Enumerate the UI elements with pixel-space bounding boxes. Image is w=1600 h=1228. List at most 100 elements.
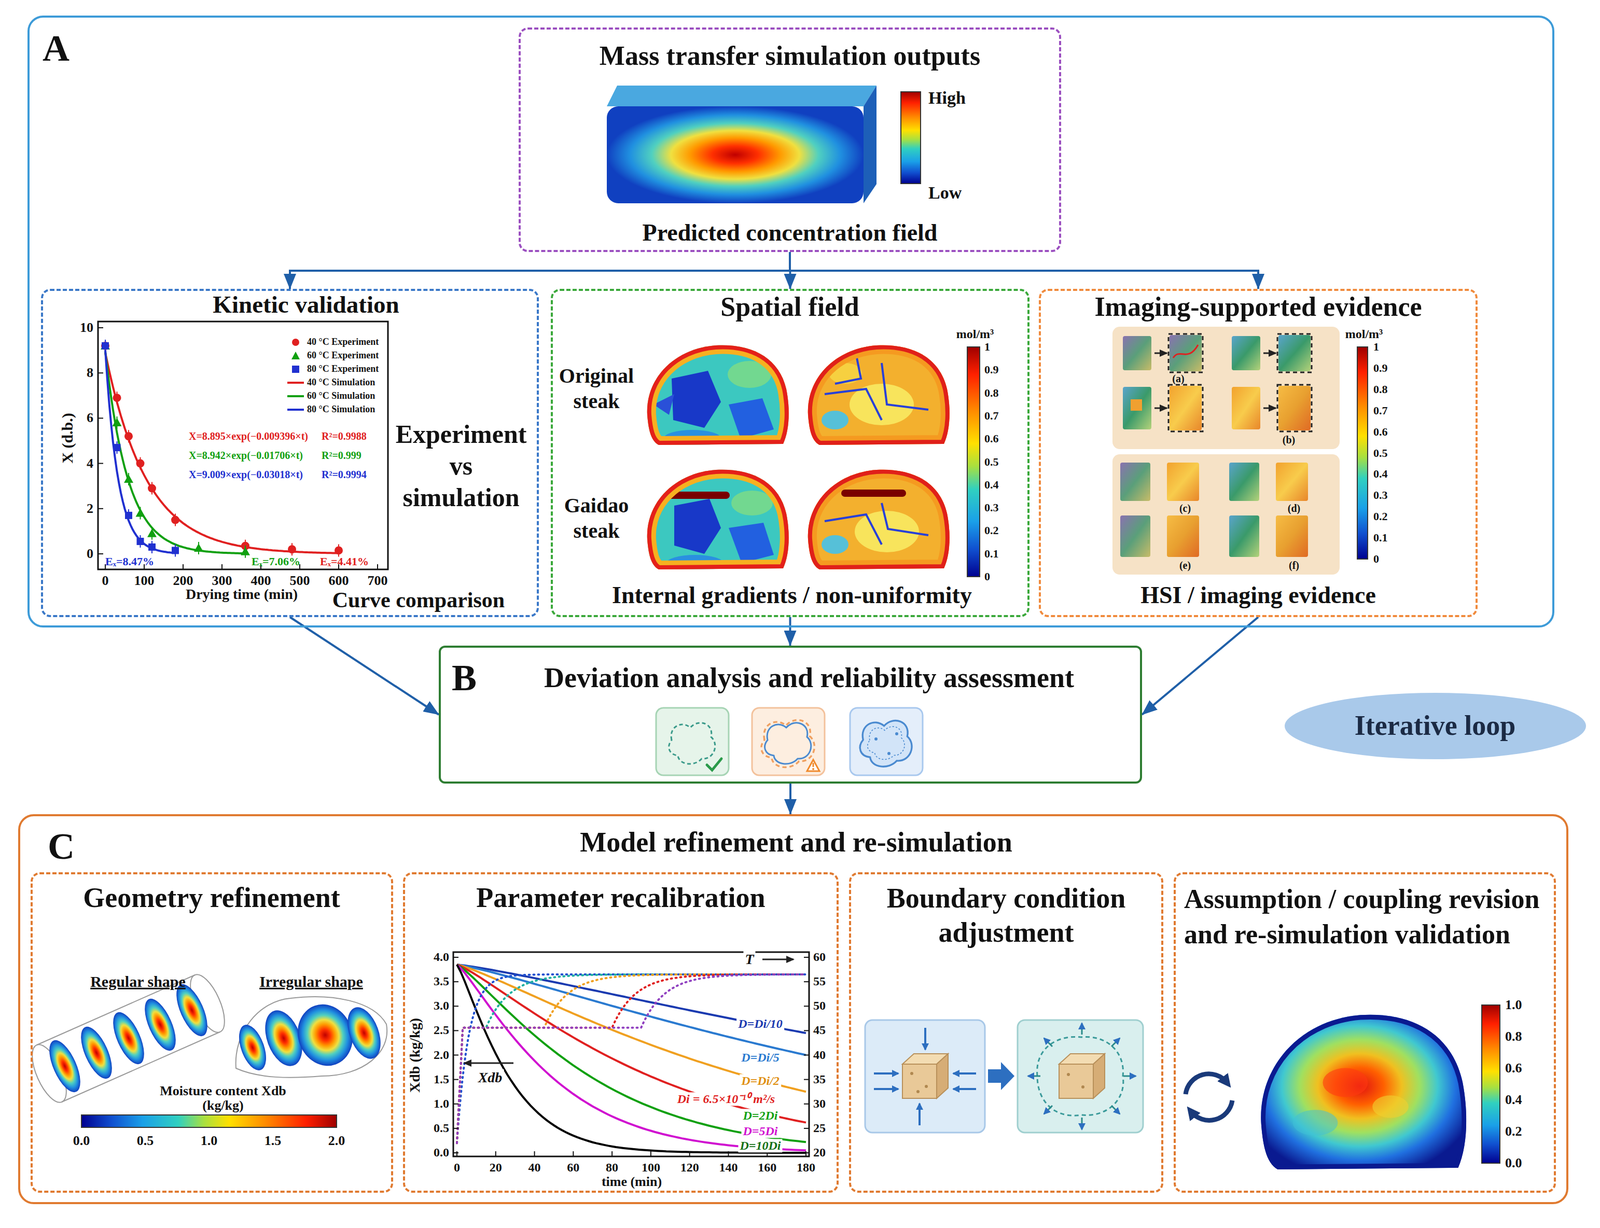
label-text: 0.1 (984, 546, 999, 560)
label-text: Original steak (544, 363, 649, 415)
data-point (113, 393, 122, 402)
label-text-wrap: 40 (528, 1160, 541, 1176)
node-text: Assumption / coupling revision and re-si… (1184, 881, 1550, 952)
drying-curve (456, 964, 806, 1153)
label-text-wrap: 100 (641, 1160, 661, 1176)
label-text: D=5Di (741, 1124, 779, 1138)
axis-tick (453, 1054, 459, 1056)
boundary-icon (865, 1020, 1144, 1133)
axis-tick (453, 1103, 459, 1105)
kinetic-chart (291, 351, 300, 360)
data-point (240, 547, 250, 556)
axis-tick (727, 1151, 729, 1157)
label-text: 0 (86, 546, 94, 562)
hsi-images (1168, 334, 1203, 373)
label-text: 600 (328, 573, 350, 589)
boundary-icon (1081, 1085, 1085, 1089)
label-text: R²=0.999 (321, 449, 362, 462)
node-text-wrap: Curve comparison (332, 587, 505, 614)
reliability-icon (761, 719, 815, 768)
label-text: 1.5 (433, 1072, 450, 1087)
boundary-icon (1027, 1075, 1041, 1078)
label-text: 160 (757, 1160, 777, 1175)
hsi-images (1122, 386, 1152, 430)
steak-heatmap (643, 342, 794, 452)
node-text: Spatial field (720, 291, 859, 322)
data-point (147, 529, 157, 538)
label-text-wrap: (e) (1179, 559, 1191, 572)
label-text-wrap: D=5Di (741, 1123, 779, 1139)
label-text: (c) (1179, 502, 1191, 514)
flow-arrow (1142, 617, 1259, 715)
panel-box: AMass transfer simulation outputsPredict… (27, 15, 1555, 628)
label-text: 0.4 (984, 477, 999, 491)
data-point (100, 341, 110, 350)
label-text: 3.5 (433, 974, 450, 989)
label-text-wrap: 0.8 (984, 385, 999, 400)
boundary-icon (953, 1072, 977, 1075)
boundary-icon (1123, 1075, 1136, 1078)
label-text-wrap: 45 (813, 1023, 826, 1039)
label-text: Eₓ=7.06% (251, 554, 301, 568)
label-text: 80 (605, 1160, 619, 1175)
node-text: Kinetic validation (212, 290, 399, 318)
flow-arrow (789, 252, 1259, 289)
kinetic-chart (287, 381, 304, 384)
temperature-curve (456, 974, 806, 1144)
steak-heatmap (881, 363, 929, 410)
hsi-images (1120, 515, 1151, 558)
label-text: 120 (680, 1160, 700, 1175)
label-text: 0.2 (984, 523, 999, 537)
label-text: 0 (453, 1160, 461, 1175)
label-text: 0.9 (984, 363, 999, 377)
steak-heatmap (803, 342, 955, 452)
label-text-wrap: 1 (1373, 340, 1380, 355)
label-text: T (743, 951, 756, 968)
node-text: B (451, 657, 477, 699)
hsi-images (1169, 385, 1202, 431)
label-text-wrap: 0.6 (1505, 1060, 1523, 1077)
assumption-revision-box: Assumption / coupling revision and re-si… (1173, 872, 1556, 1193)
legend-text-wrap: 60 °C Experiment (307, 350, 379, 362)
boundary-icon (902, 1064, 937, 1099)
label-text-wrap: 0.7 (1373, 403, 1388, 418)
hsi-images (1120, 462, 1151, 502)
label-text-wrap: 3.0 (433, 998, 450, 1014)
legend-text: 40 °C Simulation (307, 377, 375, 388)
axis-tick (98, 463, 104, 465)
label-text: 6 (86, 410, 94, 426)
legend-text-wrap: 80 °C Experiment (307, 363, 379, 375)
node-text-wrap: Spatial field (720, 290, 859, 324)
legend-text: 80 °C Simulation (307, 404, 375, 415)
label-text: time (min) (601, 1174, 662, 1190)
label-text-wrap: 0.5 (1373, 446, 1388, 461)
axis-tick (803, 956, 810, 958)
label-text-wrap: 0.6 (1373, 424, 1388, 439)
steak-heatmap (803, 466, 955, 576)
axis-tick (182, 564, 184, 570)
hsi-images (1173, 344, 1199, 358)
hsi-images (1168, 384, 1203, 432)
label-text: 0.4 (1505, 1092, 1523, 1108)
reliability-icon (656, 707, 923, 776)
kinetic-chart (287, 408, 304, 411)
label-text: 0.2 (1505, 1123, 1523, 1139)
label-text: 100 (134, 573, 155, 589)
node-text-wrap: Iterative loop (1354, 708, 1516, 744)
steak-heatmap (808, 345, 950, 445)
label-text-wrap: Low (928, 182, 962, 204)
axis-tick (453, 981, 459, 983)
data-point (136, 537, 145, 546)
boundary-icon (1017, 1020, 1144, 1133)
label-text: 0.2 (1373, 509, 1388, 523)
axis-tick (611, 1151, 613, 1157)
label-text: 0.5 (984, 454, 999, 468)
geometry-tube (341, 1003, 387, 1064)
node-text-wrap: Experiment vs simulation (388, 418, 534, 514)
steak-heatmap (808, 469, 950, 570)
node-text-wrap: C (47, 824, 75, 870)
label-text-wrap: 50 (813, 998, 826, 1014)
reliability-icon (752, 707, 825, 776)
label-text-wrap: Eₓ=8.47% (105, 554, 155, 569)
